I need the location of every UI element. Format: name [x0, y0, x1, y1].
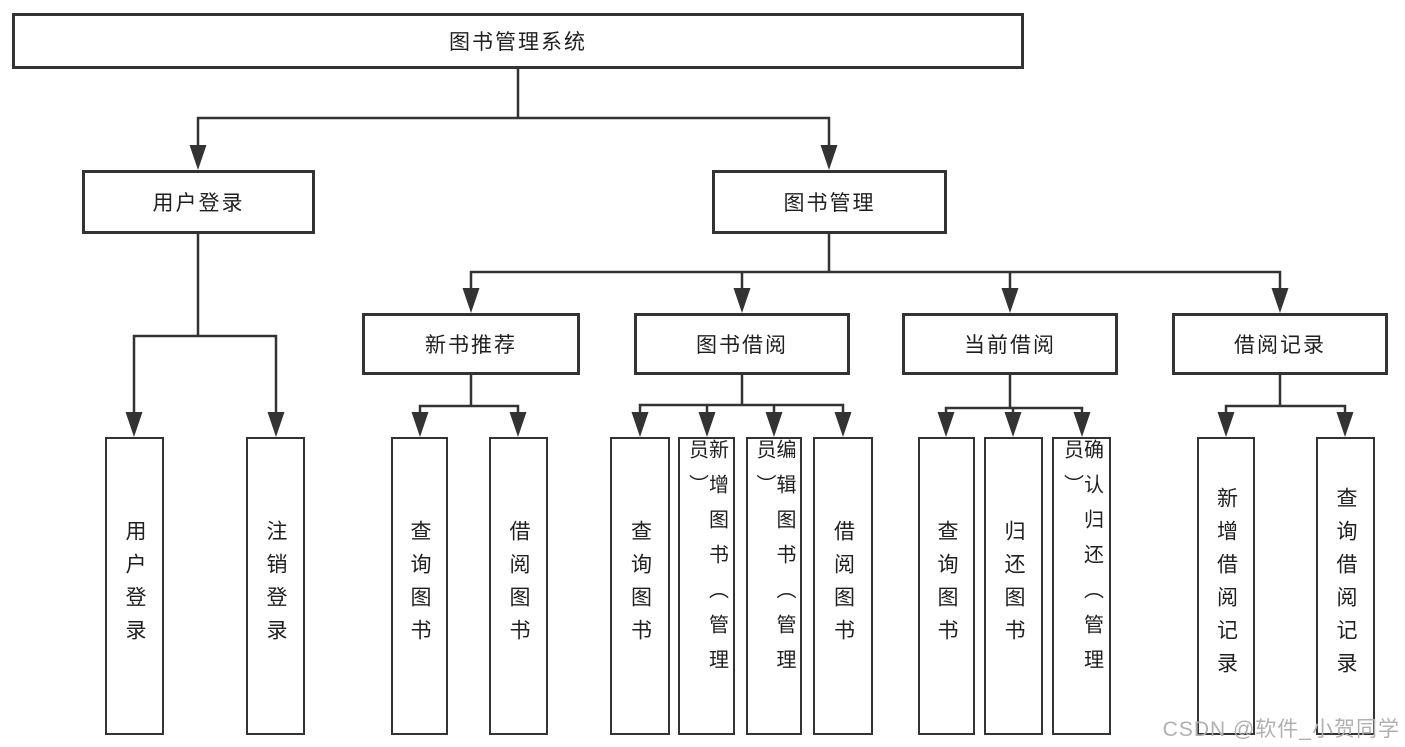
node-add-book-admin-label: 新增图书（管理员）: [685, 439, 728, 684]
node-current-borrow: 当前借阅: [902, 313, 1118, 375]
node-root: 图书管理系统: [12, 13, 1024, 69]
node-new-book-recommend-label: 新书推荐: [425, 334, 517, 357]
node-user-login: 用户登录: [82, 170, 315, 234]
node-borrow-record-label: 借阅记录: [1234, 334, 1326, 357]
node-recommend-borrow-book: 借阅图书: [489, 437, 548, 735]
node-query-borrow-record-label: 查询借阅记录: [1334, 487, 1357, 685]
node-user-login-action-label: 用户登录: [123, 520, 146, 652]
node-confirm-return-admin: 确认归还（管理员）: [1052, 437, 1111, 735]
node-book-borrow: 图书借阅: [634, 313, 850, 375]
csdn-watermark: CSDN @软件_小贺同学: [1162, 718, 1400, 741]
node-user-login-action: 用户登录: [105, 437, 164, 735]
node-edit-book-admin-label: 编辑图书（管理员）: [753, 439, 795, 684]
node-borrow-query-book: 查询图书: [610, 437, 670, 735]
node-new-book-recommend: 新书推荐: [362, 313, 580, 375]
node-current-query-book: 查询图书: [918, 437, 975, 735]
node-recommend-borrow-book-label: 借阅图书: [507, 520, 530, 652]
node-book-management-label: 图书管理: [783, 192, 876, 215]
node-edit-book-admin: 编辑图书（管理员）: [746, 437, 802, 735]
node-borrow-record: 借阅记录: [1172, 313, 1388, 375]
node-borrow-query-book-label: 查询图书: [628, 520, 652, 652]
node-borrow-borrow-book-label: 借阅图书: [831, 520, 855, 652]
node-logout-action-label: 注销登录: [264, 520, 287, 652]
node-return-book: 归还图书: [984, 437, 1043, 735]
node-book-borrow-label: 图书借阅: [696, 334, 788, 357]
node-recommend-query-book: 查询图书: [391, 437, 448, 735]
node-user-login-label: 用户登录: [152, 192, 245, 215]
node-logout-action: 注销登录: [246, 437, 305, 735]
node-root-label: 图书管理系统: [449, 31, 587, 54]
node-borrow-borrow-book: 借阅图书: [813, 437, 873, 735]
node-current-query-book-label: 查询图书: [935, 520, 958, 652]
node-query-borrow-record: 查询借阅记录: [1316, 437, 1375, 735]
node-add-borrow-record: 新增借阅记录: [1197, 437, 1255, 735]
node-add-book-admin: 新增图书（管理员）: [678, 437, 735, 735]
node-recommend-query-book-label: 查询图书: [408, 520, 431, 652]
node-confirm-return-admin-label: 确认归还（管理员）: [1060, 439, 1103, 684]
node-book-management: 图书管理: [712, 170, 947, 234]
node-current-borrow-label: 当前借阅: [964, 334, 1056, 357]
node-add-borrow-record-label: 新增借阅记录: [1214, 487, 1238, 685]
node-return-book-label: 归还图书: [1002, 520, 1025, 652]
